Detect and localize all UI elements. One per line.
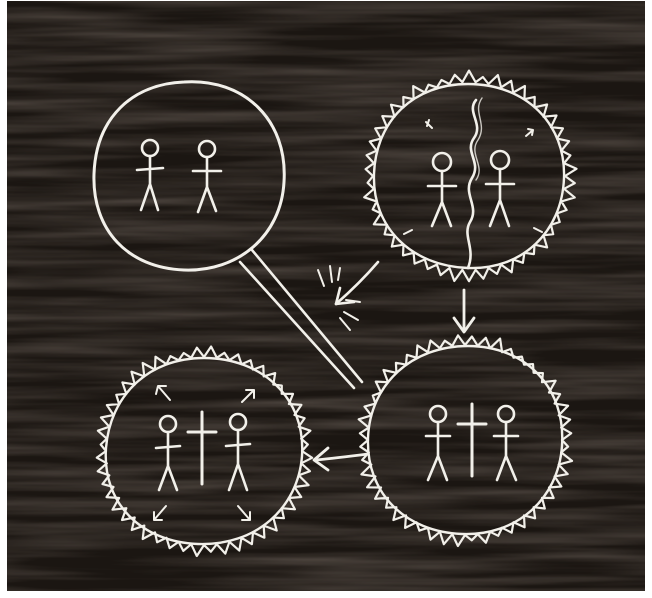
chalkboard-diagram — [6, 0, 646, 592]
wood-grain-texture — [6, 0, 646, 592]
